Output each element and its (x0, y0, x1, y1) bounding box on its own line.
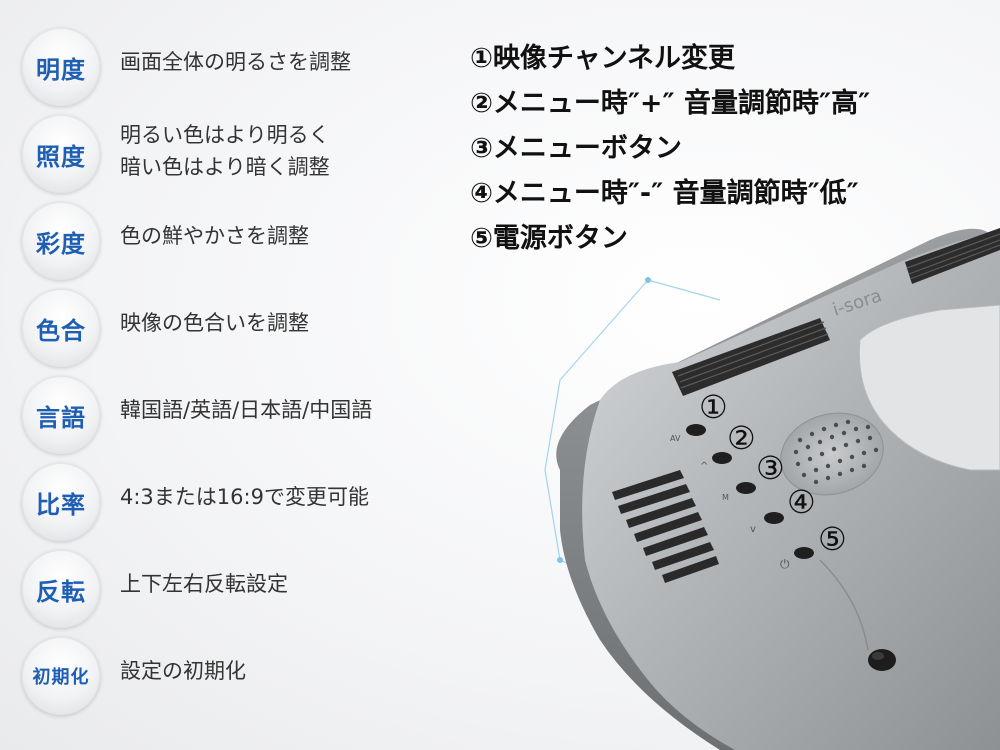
button-4 (764, 512, 784, 524)
button-symbol-up: ^ (700, 461, 708, 472)
cable-jack (868, 649, 896, 671)
badge-label: 初期化 (32, 667, 90, 688)
feature-ratio: 比率 4:3または16:9で変更可能 (22, 463, 472, 550)
description-line: 画面全体の明るさを調整 (120, 50, 351, 74)
badge-label: 言語 (36, 403, 86, 432)
badge-language: 言語 (22, 376, 100, 454)
button-1 (686, 424, 706, 436)
power-icon: ⏻ (780, 557, 790, 571)
feature-list: 明度 画面全体の明るさを調整 照度 明るい色はより明るく 暗い色はより暗く調整 … (22, 28, 472, 724)
badge-label: 照度 (36, 142, 86, 171)
feature-description: 上下左右反転設定 (120, 568, 288, 600)
badge-hue: 色合 (22, 289, 100, 367)
speaker-grille (780, 412, 884, 496)
legend-menu: ③メニューボタン (470, 133, 682, 164)
badge-label: 明度 (36, 55, 86, 84)
button-5 (794, 547, 814, 559)
badge-saturation: 彩度 (22, 202, 100, 280)
badge-ratio: 比率 (22, 463, 100, 541)
control-buttons: AV ^ M v ⏻ (670, 424, 814, 571)
feature-description: 明るい色はより明るく 暗い色はより暗く調整 (120, 119, 330, 183)
feature-description: 色の鮮やかさを調整 (120, 220, 309, 252)
button-symbol-menu: M (722, 493, 729, 502)
callout-3: ③ (756, 449, 785, 487)
feature-language: 言語 韓国語/英語/日本語/中国語 (22, 376, 472, 463)
button-2 (712, 452, 732, 464)
feature-saturation: 彩度 色の鮮やかさを調整 (22, 202, 472, 289)
badge-brightness: 明度 (22, 28, 100, 106)
side-vent (612, 470, 719, 583)
top-vent-right (905, 228, 1000, 284)
legend-minus-volume-down: ④メニュー時″-″ 音量調節時″低″ (470, 178, 859, 209)
feature-description: 設定の初期化 (120, 655, 246, 687)
feature-brightness: 明度 画面全体の明るさを調整 (22, 28, 472, 115)
callout-4: ④ (787, 483, 816, 521)
description-line: 映像の色合いを調整 (120, 311, 309, 335)
description-line: 色の鮮やかさを調整 (120, 224, 309, 248)
feature-description: 映像の色合いを調整 (120, 307, 309, 339)
legend-plus-volume-up: ②メニュー時″+″ 音量調節時″高″ (470, 88, 871, 119)
feature-description: 4:3または16:9で変更可能 (120, 481, 369, 513)
badge-flip: 反転 (22, 550, 100, 628)
legend-power: ⑤電源ボタン (470, 223, 628, 254)
callout-5: ⑤ (818, 520, 847, 558)
button-legend: ①映像チャンネル変更 ②メニュー時″+″ 音量調節時″高″ ③メニューボタン ④… (470, 36, 870, 261)
legend-channel: ①映像チャンネル変更 (470, 43, 736, 74)
button-3 (736, 482, 756, 494)
description-line: 上下左右反転設定 (120, 572, 288, 596)
badge-reset: 初期化 (22, 637, 100, 715)
feature-flip: 反転 上下左右反転設定 (22, 550, 472, 637)
button-symbol-down: v (750, 524, 756, 535)
description-line: 韓国語/英語/日本語/中国語 (120, 398, 373, 422)
description-line: 4:3または16:9で変更可能 (120, 485, 369, 509)
mount-plate (858, 304, 1000, 471)
device-seam (819, 559, 869, 651)
badge-label: 比率 (36, 490, 86, 519)
feature-description: 画面全体の明るさを調整 (120, 46, 351, 78)
feature-reset: 初期化 設定の初期化 (22, 637, 472, 724)
description-line: 設定の初期化 (120, 659, 246, 683)
callout-1: ① (699, 388, 728, 426)
callout-2: ② (727, 419, 756, 457)
feature-hue: 色合 映像の色合いを調整 (22, 289, 472, 376)
top-vent-left (672, 318, 830, 396)
badge-label: 反転 (36, 577, 86, 606)
badge-label: 彩度 (36, 229, 86, 258)
description-line: 暗い色はより暗く調整 (120, 155, 330, 179)
badge-illuminance: 照度 (22, 115, 100, 193)
button-symbol-av: AV (670, 434, 681, 443)
feature-description: 韓国語/英語/日本語/中国語 (120, 394, 372, 426)
description-line: 明るい色はより明るく (120, 123, 330, 147)
feature-illuminance: 照度 明るい色はより明るく 暗い色はより暗く調整 (22, 115, 472, 202)
badge-label: 色合 (36, 316, 86, 345)
